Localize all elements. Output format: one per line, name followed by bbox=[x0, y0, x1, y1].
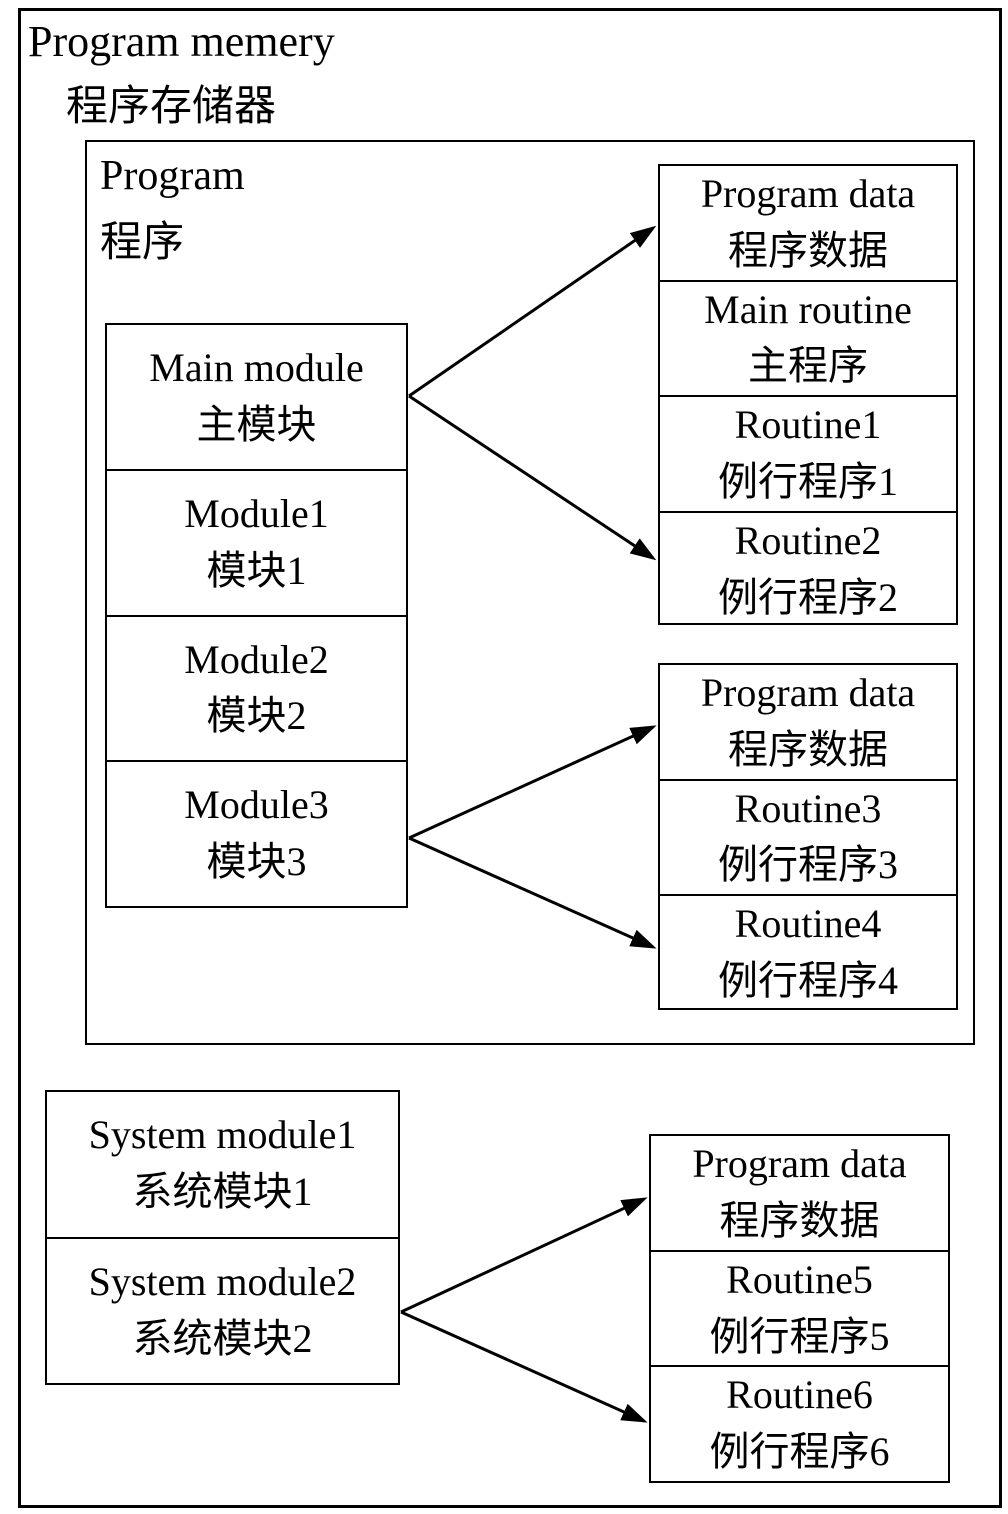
module3-label-en: Module3 bbox=[184, 782, 329, 828]
module2-label-en: Module2 bbox=[184, 636, 329, 682]
routine2-en: Routine2 bbox=[734, 517, 882, 563]
cell-routine4: Routine4 例行程序4 bbox=[660, 894, 956, 1010]
routine5-en: Routine5 bbox=[726, 1256, 873, 1302]
system-module1-zh: 系统模块1 bbox=[132, 1169, 313, 1215]
program-memory-box bbox=[18, 8, 1002, 1508]
main-routine-en: Main routine bbox=[704, 286, 912, 332]
cell-system-module2: System module2 系统模块2 bbox=[47, 1236, 398, 1384]
cell-main-module: Main module 主模块 bbox=[107, 325, 406, 469]
group3-program-data-en: Program data bbox=[692, 1141, 907, 1187]
routine6-zh: 例行程序6 bbox=[709, 1429, 890, 1475]
routine4-en: Routine4 bbox=[734, 901, 882, 947]
main-routine-zh: 主程序 bbox=[748, 343, 868, 389]
group2-program-data-zh: 程序数据 bbox=[728, 726, 888, 772]
cell-module2: Module2 模块2 bbox=[107, 614, 406, 761]
cell-main-routine: Main routine 主程序 bbox=[660, 279, 956, 396]
group1-program-data-zh: 程序数据 bbox=[728, 227, 888, 273]
cell-module3: Module3 模块3 bbox=[107, 760, 406, 906]
routine4-zh: 例行程序4 bbox=[718, 957, 898, 1003]
cell-routine1: Routine1 例行程序1 bbox=[660, 395, 956, 511]
program-memory-title-en: Program memery bbox=[28, 17, 335, 66]
system-module1-en: System module1 bbox=[88, 1112, 357, 1158]
system-module2-zh: 系统模块2 bbox=[132, 1315, 313, 1361]
module1-label-en: Module1 bbox=[184, 490, 329, 536]
cell-routine2: Routine2 例行程序2 bbox=[660, 510, 956, 627]
program-memory-title-zh: 程序存储器 bbox=[66, 84, 277, 130]
routine1-en: Routine1 bbox=[734, 402, 882, 448]
cell-routine6: Routine6 例行程序6 bbox=[651, 1365, 948, 1481]
routine-group2: Program data 程序数据 Routine3 例行程序3 Routine… bbox=[658, 663, 958, 1010]
cell-routine5: Routine5 例行程序5 bbox=[651, 1249, 948, 1366]
routine3-en: Routine3 bbox=[734, 785, 882, 831]
routine5-zh: 例行程序5 bbox=[709, 1313, 890, 1359]
routine2-zh: 例行程序2 bbox=[718, 574, 898, 620]
group1-program-data-en: Program data bbox=[700, 171, 916, 216]
module2-label-zh: 模块2 bbox=[206, 693, 307, 739]
group2-program-data-en: Program data bbox=[700, 670, 916, 715]
routine6-en: Routine6 bbox=[726, 1372, 873, 1418]
main-module-label-zh: 主模块 bbox=[196, 401, 317, 447]
program-label-en: Program bbox=[100, 153, 245, 199]
module1-label-zh: 模块1 bbox=[206, 547, 307, 593]
module3-label-zh: 模块3 bbox=[206, 839, 307, 885]
routine3-zh: 例行程序3 bbox=[718, 842, 898, 888]
program-label-zh: 程序 bbox=[100, 220, 185, 266]
cell-group2-program-data: Program data 程序数据 bbox=[660, 665, 956, 779]
cell-group3-program-data: Program data 程序数据 bbox=[651, 1136, 948, 1250]
system-module-stack: System module1 系统模块1 System module2 系统模块… bbox=[45, 1090, 400, 1385]
cell-system-module1: System module1 系统模块1 bbox=[47, 1092, 398, 1237]
cell-routine3: Routine3 例行程序3 bbox=[660, 778, 956, 895]
cell-module1: Module1 模块1 bbox=[107, 468, 406, 615]
system-module2-en: System module2 bbox=[88, 1258, 357, 1304]
routine1-zh: 例行程序1 bbox=[718, 458, 898, 504]
routine-group1: Program data 程序数据 Main routine 主程序 Routi… bbox=[658, 164, 958, 625]
main-module-label-en: Main module bbox=[149, 345, 364, 391]
routine-group3: Program data 程序数据 Routine5 例行程序5 Routine… bbox=[649, 1134, 950, 1483]
module-stack: Main module 主模块 Module1 模块1 Module2 模块2 … bbox=[105, 323, 408, 908]
group3-program-data-zh: 程序数据 bbox=[719, 1197, 880, 1243]
cell-group1-program-data: Program data 程序数据 bbox=[660, 166, 956, 280]
